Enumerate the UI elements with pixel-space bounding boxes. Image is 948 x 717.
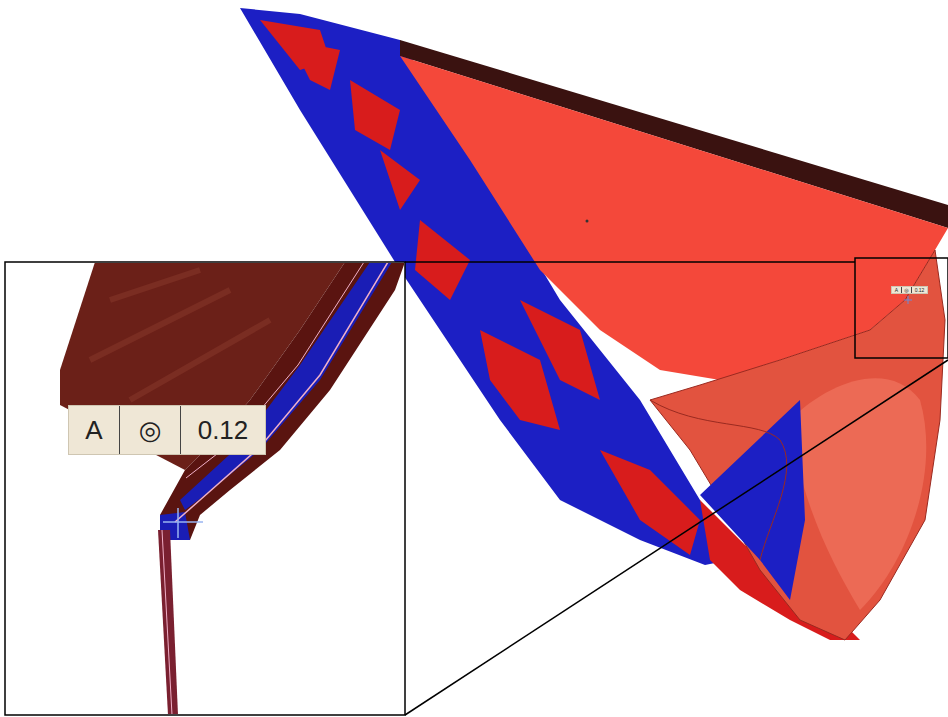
zoom-line — [405, 360, 948, 715]
feature-control-frame: A◎0.12 — [68, 405, 266, 455]
deviation-patch — [700, 400, 805, 600]
inset-frame — [5, 262, 405, 715]
feature-control-frame: A◎0.12 — [891, 286, 928, 294]
frame-cell: A — [892, 287, 901, 293]
inset-stem — [158, 530, 178, 714]
crosshair — [177, 508, 179, 538]
inset-band — [160, 263, 404, 540]
marker-dot — [586, 220, 589, 223]
tooth-crown — [650, 250, 945, 640]
section-line — [162, 530, 172, 714]
frame-cell: ◎ — [119, 406, 180, 454]
section-line — [175, 263, 388, 522]
crosshair — [904, 300, 912, 301]
inset-deviation — [180, 263, 392, 510]
zoom-line — [405, 261, 855, 263]
crown-line — [650, 400, 787, 560]
frame-cell: 0.12 — [180, 406, 265, 454]
frame-cell: ◎ — [901, 287, 911, 293]
inset-shading — [90, 270, 270, 400]
crosshair — [163, 521, 203, 523]
frame-cell: 0.12 — [911, 287, 927, 293]
tooth-cusp — [790, 378, 926, 610]
zoom-region — [855, 258, 948, 358]
frame-cell: A — [69, 406, 119, 454]
